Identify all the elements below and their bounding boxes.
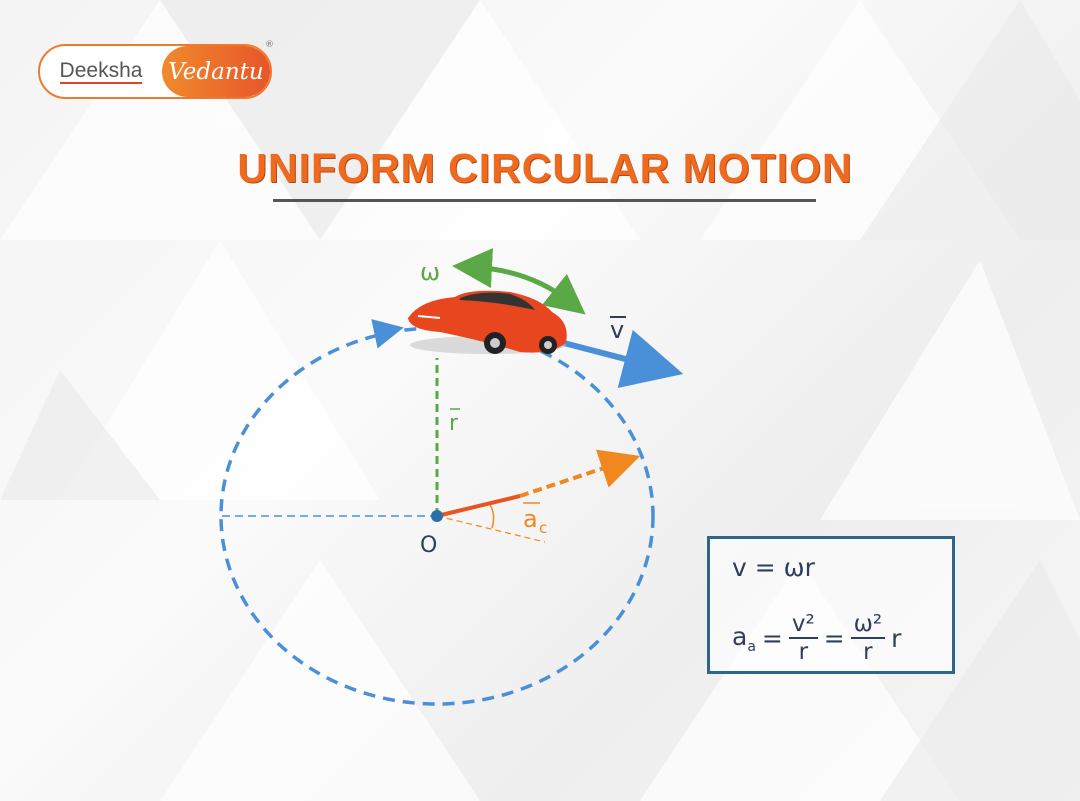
logo-deeksha: Deeksha [59, 58, 143, 84]
velocity-arrow [559, 329, 684, 388]
origin-point [431, 510, 443, 522]
radius-label: r [449, 411, 459, 436]
logo-vedantu: Vedantu [162, 46, 270, 97]
fraction-denominator: r [798, 639, 809, 665]
path-direction-arrow [371, 319, 404, 349]
fraction-numerator: ω² [850, 611, 886, 639]
velocity-label: v [610, 316, 624, 344]
equals-sign: = [761, 623, 783, 653]
acceleration-label: a [523, 505, 538, 533]
formula-lhs: a [732, 621, 748, 651]
title-underline [273, 199, 816, 202]
acceleration-arrow [436, 494, 521, 518]
logo: Deeksha Vedantu [38, 44, 272, 99]
equals-sign: = [823, 623, 845, 653]
car-illustration [408, 290, 567, 354]
omega-label: ω [420, 258, 440, 286]
angle-arc [489, 504, 495, 529]
registered-mark: ® [265, 40, 274, 50]
formula-lhs-sub: a [747, 638, 756, 655]
acceleration-arrow-dashed [519, 449, 641, 498]
circular-path [219, 326, 655, 706]
page-title: UNIFORM CIRCULAR MOTION [237, 145, 853, 191]
acceleration-subscript: c [539, 519, 547, 537]
acceleration-angle-reference [436, 515, 546, 543]
fraction-numerator: v² [788, 611, 818, 639]
origin-label: O [420, 533, 437, 558]
formula-tail: r [891, 623, 902, 653]
angular-velocity-arrow [452, 248, 586, 315]
formula-velocity: v = ωr [732, 553, 815, 582]
fraction-denominator: r [863, 639, 873, 665]
